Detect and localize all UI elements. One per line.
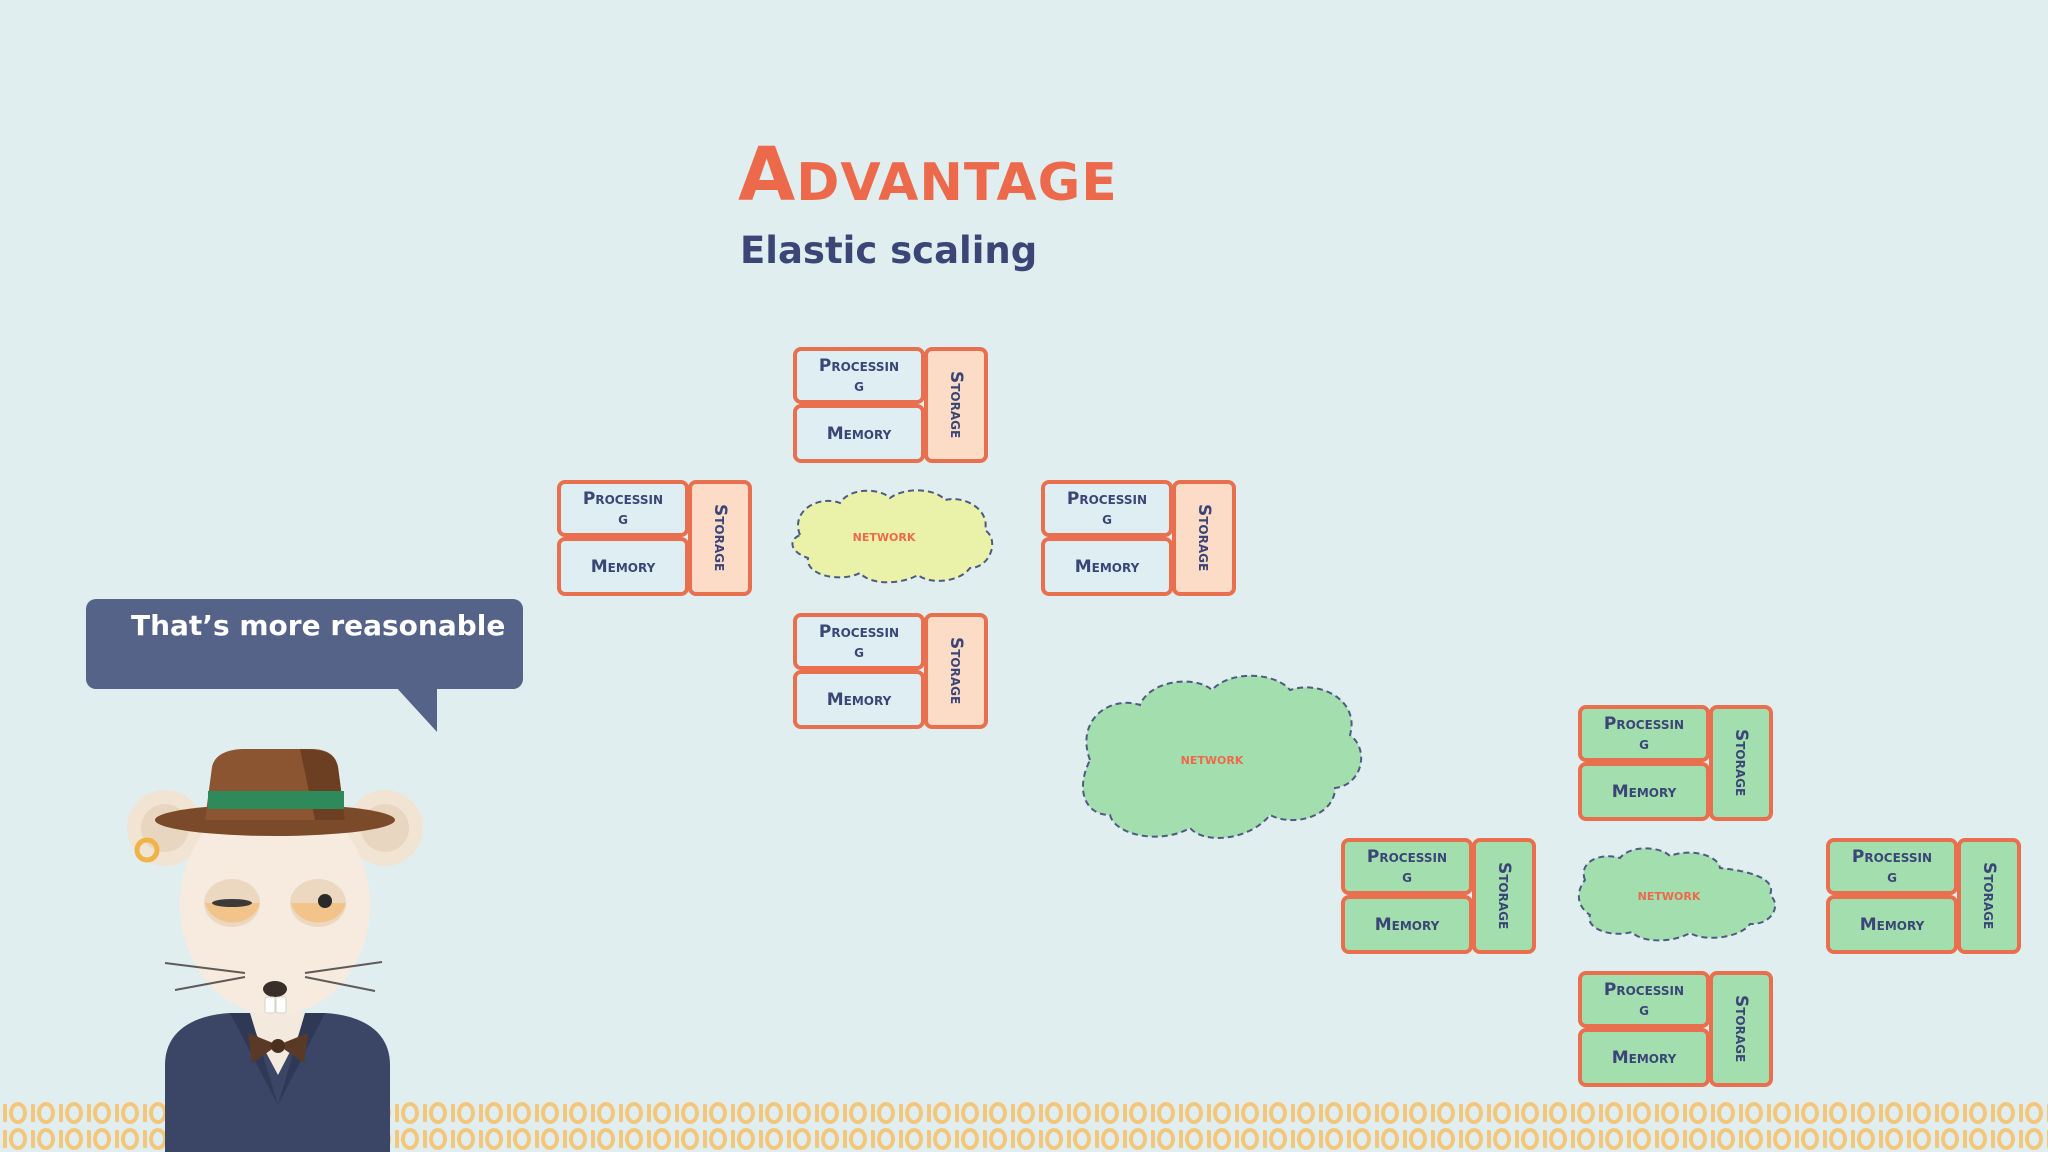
slide-subtitle: Elastic scaling [740, 229, 1038, 272]
compute-node: Processing Memory Storage [1341, 838, 1536, 954]
compute-node: Processing Memory Storage [793, 613, 988, 729]
speech-text: That’s more reasonable [131, 609, 506, 642]
network-label: network [853, 527, 916, 545]
network-cloud-cluster: network [1577, 847, 1777, 942]
mouse-detective-illustration [127, 749, 423, 1152]
processing-cell: Processing [1041, 480, 1173, 537]
memory-cell: Memory [1578, 762, 1710, 821]
storage-cell: Storage [1472, 838, 1536, 954]
storage-cell: Storage [1709, 705, 1773, 821]
storage-cell: Storage [924, 347, 988, 463]
storage-cell: Storage [1172, 480, 1236, 596]
processing-cell: Processing [557, 480, 689, 537]
processing-cell: Processing [793, 347, 925, 404]
storage-cell: Storage [1709, 971, 1773, 1087]
processing-cell: Processing [1578, 971, 1710, 1028]
processing-cell: Processing [1578, 705, 1710, 762]
memory-cell: Memory [1578, 1028, 1710, 1087]
memory-cell: Memory [793, 670, 925, 729]
memory-cell: Memory [1826, 895, 1958, 954]
network-cloud-small: network [791, 489, 994, 584]
compute-node: Processing Memory Storage [557, 480, 752, 596]
storage-cell: Storage [924, 613, 988, 729]
network-cloud-large: network [1081, 674, 1363, 839]
memory-cell: Memory [557, 537, 689, 596]
speech-bubble-tail [395, 686, 437, 732]
network-label: network [1181, 749, 1244, 768]
processing-cell: Processing [1341, 838, 1473, 895]
compute-node: Processing Memory Storage [1578, 705, 1773, 821]
memory-cell: Memory [793, 404, 925, 463]
slide-title: Advantage [738, 132, 1118, 218]
memory-cell: Memory [1341, 895, 1473, 954]
speech-bubble: That’s more reasonable [86, 599, 523, 689]
compute-node: Processing Memory Storage [793, 347, 988, 463]
compute-node: Processing Memory Storage [1578, 971, 1773, 1087]
compute-node: Processing Memory Storage [1041, 480, 1236, 596]
processing-cell: Processing [1826, 838, 1958, 895]
memory-cell: Memory [1041, 537, 1173, 596]
storage-cell: Storage [688, 480, 752, 596]
storage-cell: Storage [1957, 838, 2021, 954]
processing-cell: Processing [793, 613, 925, 670]
network-label: network [1638, 886, 1701, 904]
compute-node: Processing Memory Storage [1826, 838, 2021, 954]
